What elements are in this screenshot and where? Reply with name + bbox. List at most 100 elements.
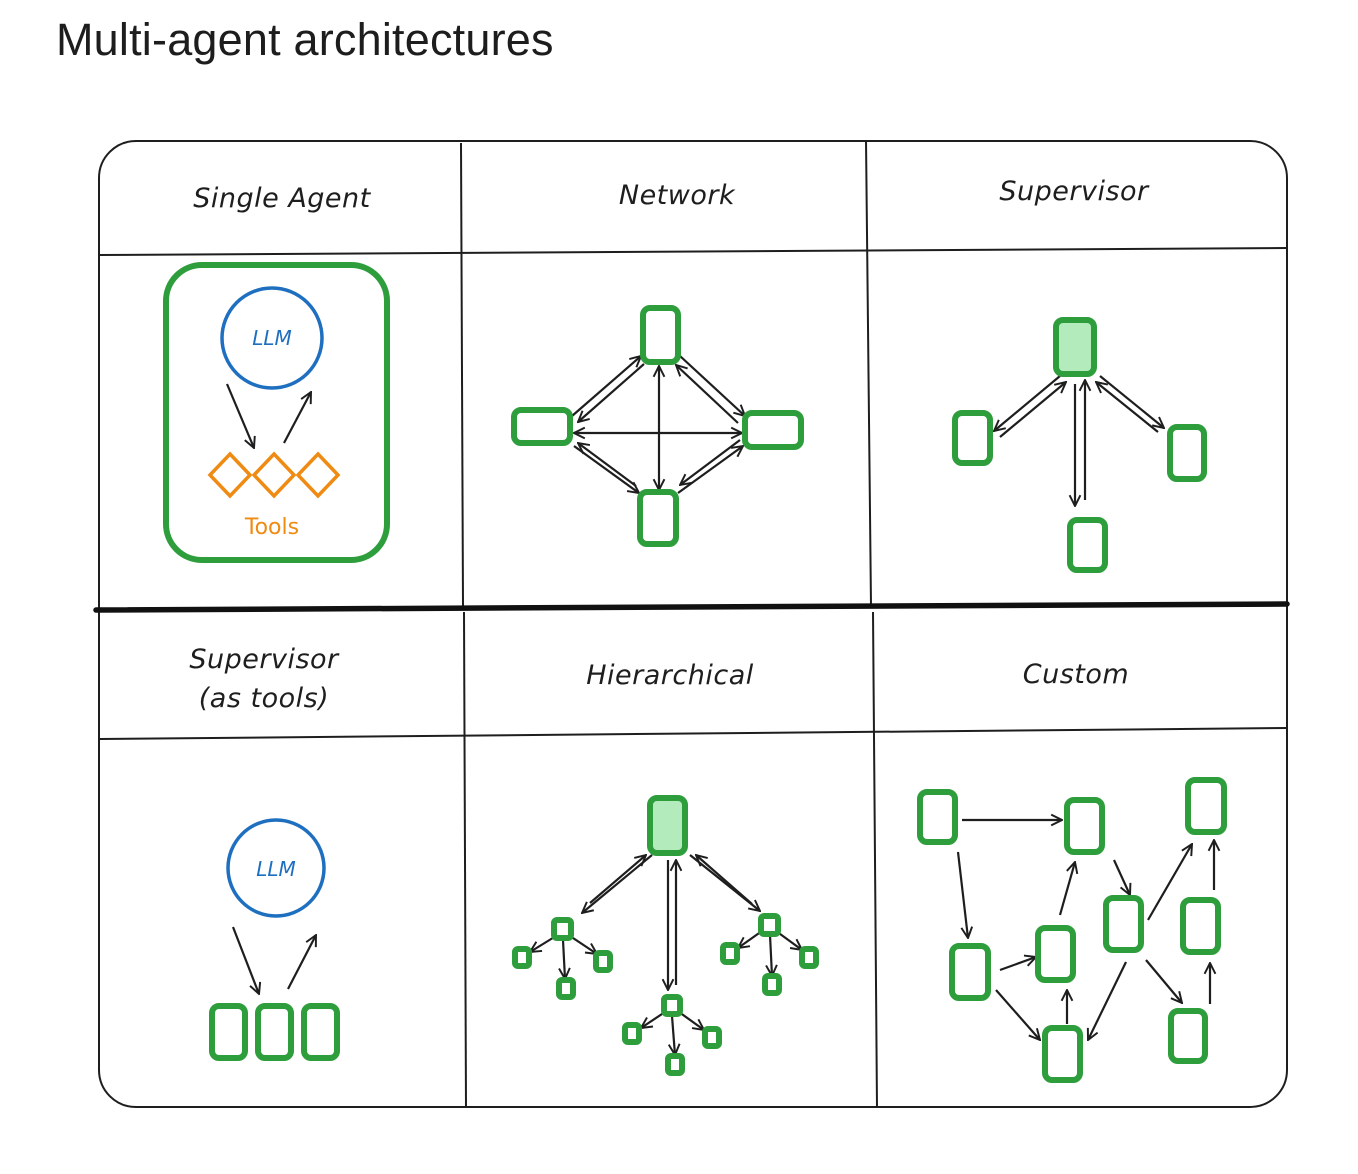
custom-agent — [1168, 1008, 1208, 1064]
llm-label: LLM — [252, 326, 292, 350]
custom-edge — [1145, 959, 1182, 1003]
custom-diagram — [917, 777, 1227, 1083]
custom-edge — [1058, 862, 1075, 916]
hierarchy-edge — [738, 930, 763, 948]
worker-agent-right — [1167, 424, 1207, 482]
custom-edge — [995, 989, 1040, 1040]
supervisor-edge — [1099, 375, 1164, 428]
custom-agent — [1185, 777, 1227, 835]
network-agent-bottom — [637, 489, 679, 547]
tool-diamond-3 — [295, 451, 341, 499]
hierarchy-edge — [563, 939, 565, 979]
hierarchy-edge — [672, 1015, 675, 1055]
custom-edge — [1112, 859, 1130, 895]
supervisor-edge — [999, 382, 1066, 438]
column-divider-3 — [463, 611, 467, 1109]
worker-agent-left — [952, 410, 993, 466]
custom-agent — [1035, 925, 1076, 983]
network-edge — [680, 439, 741, 485]
network-agent-right — [742, 410, 804, 450]
llm-circle — [220, 286, 324, 390]
hierarchy-edge — [530, 935, 557, 952]
cell-title-supervisor: Supervisor — [999, 176, 1150, 207]
network-agent-left — [511, 407, 573, 446]
sub-supervisor-agent-left — [551, 917, 574, 941]
top-supervisor-agent — [647, 795, 688, 856]
column-divider-1 — [460, 142, 464, 607]
leaf-agent — [720, 942, 740, 965]
leaf-agent — [512, 946, 532, 969]
custom-agent — [949, 943, 991, 1001]
custom-agent — [1064, 797, 1105, 855]
header-divider-bottom — [99, 727, 1289, 740]
tools-to-llm-arrow — [283, 392, 311, 444]
network-edge — [677, 446, 743, 494]
custom-agent — [1180, 897, 1221, 955]
single-agent-diagram: LLM Tools — [163, 262, 390, 563]
llm-label: LLM — [256, 857, 296, 881]
agent-boundary — [163, 262, 390, 563]
agent-as-tool-3 — [301, 1003, 340, 1061]
network-edge — [679, 355, 745, 416]
section-divider — [93, 601, 1290, 613]
llm-circle — [226, 818, 326, 918]
tool-diamond-1 — [207, 451, 253, 499]
custom-edge — [956, 851, 968, 938]
cell-title-hierarchical: Hierarchical — [586, 660, 754, 691]
hierarchical-diagram — [512, 795, 819, 1076]
llm-to-tools-arrow — [225, 383, 254, 448]
supervisor-edge — [994, 375, 1061, 431]
hierarchy-edge — [678, 1011, 704, 1030]
hierarchy-edge — [775, 930, 802, 950]
network-edge — [571, 356, 641, 417]
supervisor-tools-diagram: LLM — [209, 818, 340, 1061]
network-edge — [578, 363, 645, 422]
network-edge — [578, 443, 637, 487]
page-title: Multi-agent architectures — [56, 14, 554, 65]
hierarchy-edge — [641, 1011, 666, 1028]
architecture-grid-frame — [98, 140, 1288, 1108]
tool-diamond-2 — [251, 451, 297, 499]
network-edge — [573, 445, 639, 493]
cell-title-supervisor-tools-line2: (as tools) — [199, 683, 329, 714]
supervisor-diagram — [952, 317, 1207, 573]
custom-agent — [1103, 895, 1144, 953]
cell-title-single-agent: Single Agent — [193, 183, 371, 214]
hierarchy-edge — [589, 855, 646, 904]
cell-title-custom: Custom — [1023, 659, 1129, 690]
network-agent-top — [640, 305, 681, 365]
cell-title-supervisor-tools-line1: Supervisor — [189, 644, 340, 675]
network-edge — [676, 365, 739, 424]
hierarchy-edge — [770, 934, 772, 976]
leaf-agent — [762, 973, 782, 996]
custom-agent — [1042, 1025, 1083, 1083]
header-divider-top — [98, 247, 1289, 256]
agents-to-llm-arrow — [287, 935, 316, 990]
agent-as-tool-2 — [255, 1003, 294, 1061]
leaf-agent — [593, 950, 613, 973]
leaf-agent — [665, 1053, 685, 1076]
network-diagram — [511, 305, 804, 547]
column-divider-2 — [865, 139, 872, 607]
hierarchy-edge — [569, 935, 597, 954]
leaf-agent — [702, 1026, 722, 1049]
leaf-agent — [799, 946, 819, 969]
leaf-agent — [622, 1022, 642, 1045]
hierarchy-edge — [582, 854, 653, 913]
hierarchy-edge — [696, 855, 753, 905]
custom-edge — [1088, 961, 1127, 1040]
cell-title-network: Network — [619, 180, 736, 211]
llm-to-agents-arrow — [231, 926, 259, 994]
custom-edge — [1147, 844, 1192, 921]
custom-agent — [917, 789, 958, 845]
supervisor-edge — [1096, 382, 1159, 433]
sub-supervisor-agent-bottom — [661, 994, 683, 1017]
tools-label: Tools — [244, 515, 299, 540]
worker-agent-bottom — [1067, 517, 1108, 573]
leaf-agent — [556, 977, 576, 1000]
sub-supervisor-agent-right — [758, 913, 781, 937]
agent-as-tool-1 — [209, 1003, 248, 1061]
column-divider-4 — [872, 611, 878, 1109]
supervisor-agent — [1053, 317, 1097, 377]
